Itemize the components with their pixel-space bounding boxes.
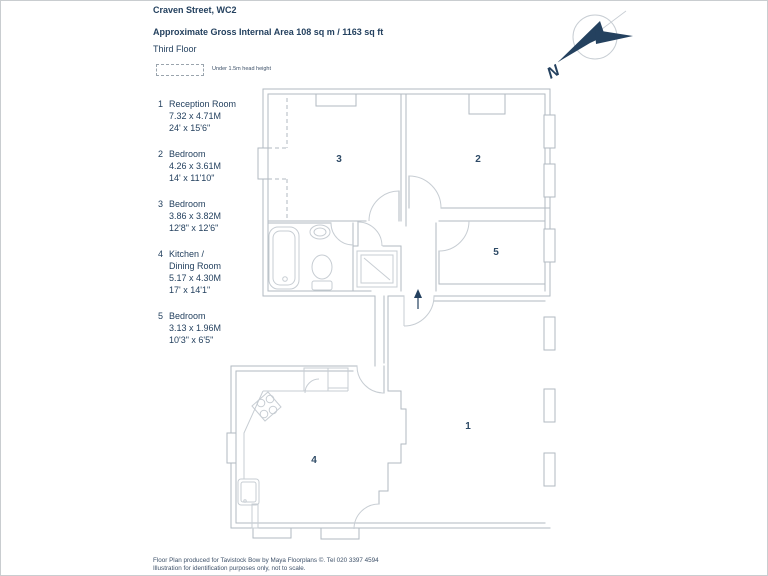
door-kitchen-reception <box>353 503 380 530</box>
basin <box>309 224 331 240</box>
window <box>543 388 556 423</box>
window <box>543 228 556 263</box>
chimney-breast-room2 <box>468 93 506 115</box>
legend-room-imperial: 10'3" x 6'5" <box>169 335 214 345</box>
window <box>543 163 556 198</box>
window <box>320 527 360 540</box>
kitchen-sink <box>237 478 260 506</box>
door-shower <box>357 221 383 247</box>
room-number-labels: 3 2 5 4 1 <box>311 154 499 466</box>
bathtub <box>268 226 300 290</box>
door-room2 <box>408 175 442 209</box>
room-label-3: 3 <box>336 154 342 165</box>
legend-room-imperial: 17' x 14'1" <box>169 285 211 295</box>
window <box>257 147 269 180</box>
chimney-breast-room1 <box>378 295 407 505</box>
under-height-dashes <box>268 98 288 219</box>
shower-tray <box>356 250 398 288</box>
legend-room-metric: 3.86 x 3.82M <box>169 211 222 221</box>
floor-name: Third Floor <box>153 44 197 54</box>
window <box>543 316 556 351</box>
door-bathroom <box>330 222 354 246</box>
legend-room-name2: Dining Room <box>169 261 222 271</box>
under-height-key-label: Under 1.5m head height <box>212 66 272 72</box>
compass-n-label: N <box>544 62 563 83</box>
compass-icon: N <box>544 10 633 83</box>
fixtures <box>237 224 398 529</box>
room-label-1: 1 <box>465 421 471 432</box>
door-room3 <box>368 190 400 222</box>
legend-room-metric: 4.26 x 3.61M <box>169 161 222 171</box>
hob <box>251 391 282 422</box>
walls <box>230 88 551 529</box>
gross-area-line: Approximate Gross Internal Area 108 sq m… <box>153 27 384 37</box>
legend-room-imperial: 14' x 11'10" <box>169 173 215 183</box>
legend-room-metric: 5.17 x 4.30M <box>169 273 222 283</box>
door-arcs <box>330 175 470 530</box>
entrance-arrow-icon <box>414 289 422 309</box>
footer-line2: Illustration for identification purposes… <box>153 565 306 572</box>
under-height-key-swatch <box>156 64 204 76</box>
room-label-4: 4 <box>311 455 317 466</box>
footer-line1: Floor Plan produced for Tavistock Bow by… <box>153 557 379 564</box>
window <box>543 114 556 149</box>
room-label-2: 2 <box>475 154 481 165</box>
footer: Floor Plan produced for Tavistock Bow by… <box>153 557 379 573</box>
kitchen-counter <box>243 367 349 529</box>
legend-room-metric: 7.32 x 4.71M <box>169 111 222 121</box>
door-entrance <box>403 295 435 327</box>
legend-room-imperial: 24' x 15'6" <box>169 123 211 133</box>
door-kitchen <box>356 365 385 394</box>
page-title: Craven Street, WC2 <box>153 5 237 15</box>
window <box>226 432 237 464</box>
chimney-breast-room3 <box>315 93 357 107</box>
door-room5 <box>438 220 470 252</box>
legend-room-metric: 3.13 x 1.96M <box>169 323 222 333</box>
room-label-5: 5 <box>493 247 499 258</box>
toilet <box>311 254 333 291</box>
windows <box>226 114 556 540</box>
window <box>543 452 556 487</box>
legend-room-imperial: 12'8" x 12'6" <box>169 223 219 233</box>
window <box>252 527 292 539</box>
